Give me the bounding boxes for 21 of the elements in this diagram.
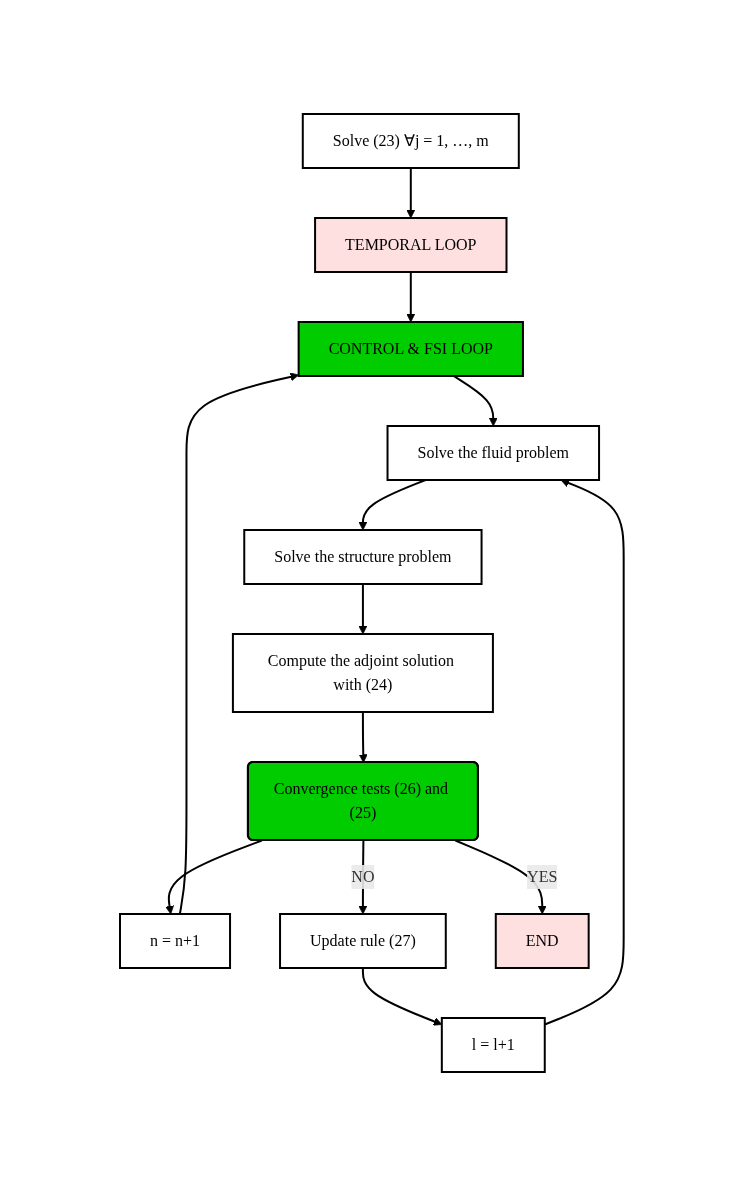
- node-box: n = n+1: [119, 913, 232, 969]
- node-box: TEMPORAL LOOP: [314, 217, 508, 273]
- arrow: [454, 839, 547, 915]
- arrow: [165, 839, 263, 915]
- arrow: [179, 372, 300, 915]
- node-box: l = l+1: [441, 1017, 546, 1073]
- node-box: END: [494, 913, 590, 969]
- node-box: Solve (23) ∀j = 1, …, m: [301, 113, 520, 169]
- edge-label: NO: [351, 868, 375, 885]
- edge-label: YES: [527, 868, 558, 885]
- node-box: Update rule (27): [279, 913, 447, 969]
- arrow: [358, 583, 368, 635]
- node-box: Solve the structure problem: [243, 529, 483, 585]
- node-box: Solve the fluid problem: [386, 425, 601, 481]
- arrow: [358, 839, 368, 915]
- node-box: Compute the adjoint solution with (24): [232, 633, 495, 713]
- arrow: [452, 375, 498, 427]
- arrow: [406, 271, 416, 323]
- arrow: [359, 711, 368, 763]
- arrow: [406, 167, 416, 219]
- node-box: CONTROL & FSI LOOP: [297, 321, 525, 377]
